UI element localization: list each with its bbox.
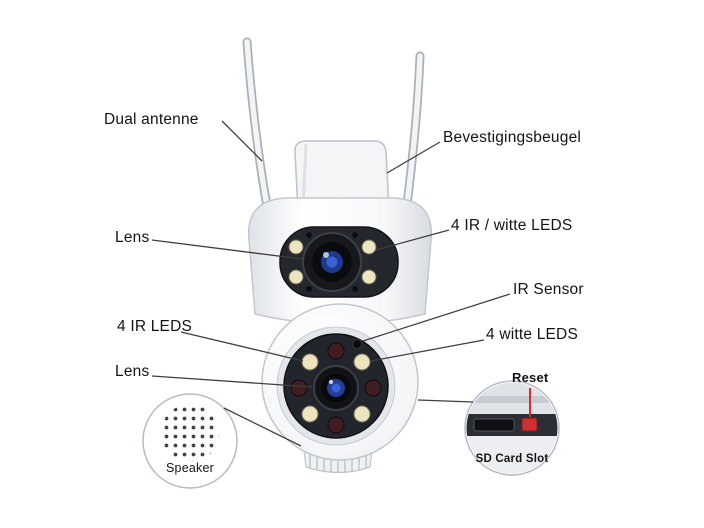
label-bevestigingsbeugel: Bevestigingsbeugel xyxy=(443,129,582,146)
lower-leds xyxy=(290,342,382,434)
label-ir-sensor: IR Sensor xyxy=(513,281,584,298)
lower-lens xyxy=(313,365,359,411)
label-lens-top: Lens xyxy=(115,229,150,246)
upper-leds xyxy=(288,232,377,292)
label-ir-leds: 4 IR LEDS xyxy=(117,318,193,335)
sd-card-slot-icon xyxy=(473,418,515,432)
ir-sensor-dot xyxy=(352,339,362,349)
speaker-grill-icon xyxy=(161,404,219,462)
upper-lens xyxy=(302,232,362,292)
speaker-callout xyxy=(142,393,238,489)
label-dual-antenne: Dual antenne xyxy=(104,111,199,128)
label-ir-witte-leds: 4 IR / witte LEDS xyxy=(451,217,573,234)
label-reset: Reset xyxy=(512,370,549,385)
label-witte-leds: 4 witte LEDS xyxy=(486,326,578,343)
antenna-right-icon xyxy=(401,51,425,217)
label-sd-card-slot: SD Card Slot xyxy=(475,453,549,465)
reset-button-icon xyxy=(521,417,538,432)
mounting-bracket xyxy=(294,140,390,211)
label-speaker: Speaker xyxy=(166,461,214,475)
label-lens-bottom: Lens xyxy=(115,363,150,380)
leader-lines xyxy=(151,120,511,447)
antenna-left-icon xyxy=(242,37,272,211)
